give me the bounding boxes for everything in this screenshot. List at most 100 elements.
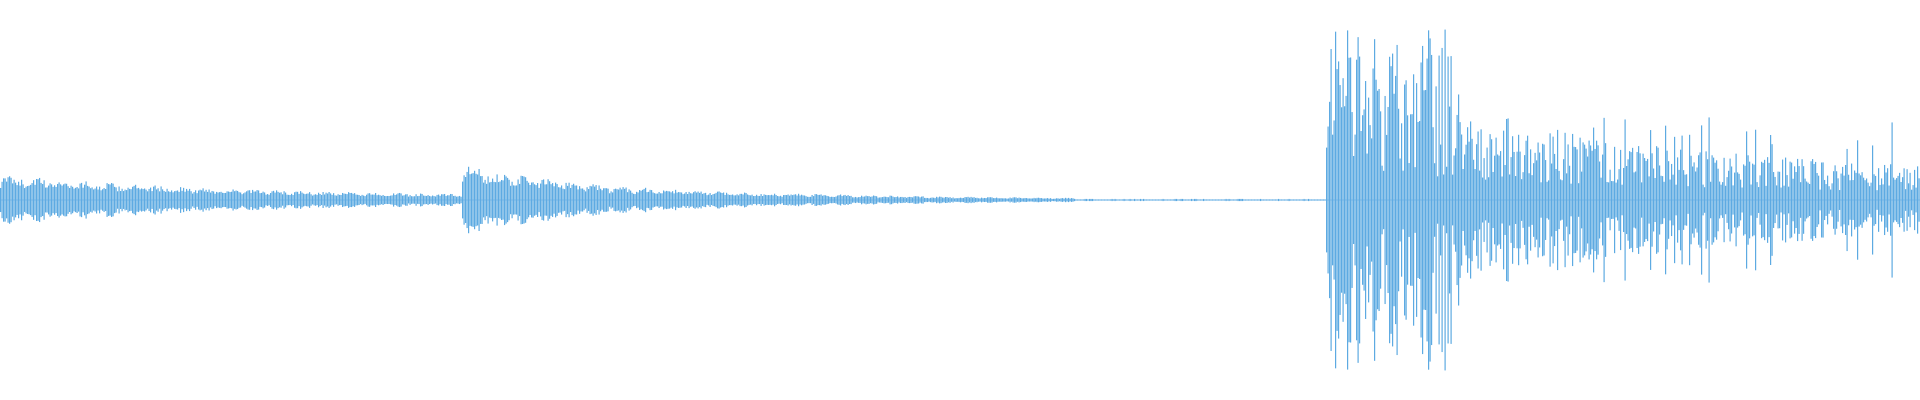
waveform-sample-bar [963, 197, 965, 203]
waveform-sample-bar [1521, 179, 1523, 221]
waveform-sample-bar [1099, 199, 1101, 201]
waveform-sample-bar [1695, 171, 1697, 229]
waveform-sample-bar [1575, 147, 1577, 253]
waveform-sample-bar [1750, 184, 1752, 216]
waveform-sample-bar [994, 198, 996, 202]
waveform-sample-bar [1219, 199, 1221, 201]
waveform-sample-bar [921, 196, 923, 204]
waveform-sample-bar [199, 189, 201, 211]
waveform-sample-bar [1285, 199, 1287, 201]
waveform-sample-bar [367, 193, 369, 207]
waveform-sample-bar [658, 191, 660, 209]
waveform-sample-bar [1023, 198, 1025, 202]
waveform-sample-bar [1824, 179, 1826, 221]
waveform-sample-bar [1899, 172, 1901, 228]
waveform-sample-bar [1368, 97, 1370, 303]
waveform-sample-bar [1267, 199, 1269, 201]
waveform-sample-bar [1902, 177, 1904, 223]
waveform-sample-bar [1333, 120, 1335, 280]
waveform-sample-bar [1552, 136, 1554, 264]
waveform-sample-bar [597, 190, 599, 210]
waveform-sample-bar [1042, 198, 1044, 202]
waveform-sample-bar [264, 192, 266, 208]
waveform-sample-bar [90, 188, 92, 212]
waveform-sample-bar [256, 190, 258, 210]
waveform-sample-bar [885, 196, 887, 204]
waveform-sample-bar [1380, 111, 1382, 289]
waveform-sample-bar [1255, 199, 1257, 201]
waveform-sample-bar [1557, 129, 1559, 271]
waveform-sample-bar [1143, 198, 1145, 202]
waveform-sample-bar [1059, 198, 1061, 202]
waveform-sample-bar [1159, 199, 1161, 201]
waveform-sample-bar [240, 192, 242, 208]
waveform-sample-bar [529, 184, 531, 216]
waveform-sample-bar [474, 170, 476, 230]
waveform-sample-bar [1917, 166, 1919, 234]
waveform-sample-bar [588, 189, 590, 211]
waveform-sample-bar [769, 195, 771, 205]
waveform-sample-bar [1519, 151, 1521, 249]
waveform-sample-bar [1149, 199, 1151, 201]
waveform-sample-bar [309, 192, 311, 208]
waveform-sample-bar [225, 192, 227, 208]
waveform-sample-bar [213, 191, 215, 209]
waveform-sample-bar [903, 197, 905, 203]
waveform-sample-bar [390, 195, 392, 205]
waveform-sample-bar [838, 195, 840, 205]
waveform-sample-bar [1026, 198, 1028, 202]
waveform-sample-bar [1275, 199, 1277, 201]
waveform-sample-bar [667, 191, 669, 209]
waveform-sample-bar [693, 192, 695, 208]
waveform-sample-bar [1297, 199, 1299, 201]
waveform-sample-bar [1369, 125, 1371, 275]
waveform-sample-bar [297, 191, 299, 209]
waveform-sample-bar [1009, 197, 1011, 203]
waveform-sample-bar [825, 195, 827, 205]
waveform-sample-bar [517, 179, 519, 221]
waveform-sample-bar [216, 191, 218, 209]
waveform-sample-bar [1822, 162, 1824, 238]
waveform-sample-bar [1083, 199, 1085, 201]
waveform-sample-bar [441, 194, 443, 206]
waveform-sample-bar [295, 191, 297, 209]
waveform-sample-bar [985, 198, 987, 202]
waveform-sample-bar [1011, 198, 1013, 202]
waveform-sample-bar [1804, 178, 1806, 222]
waveform-sample-bar [315, 194, 317, 206]
waveform-sample-bar [940, 196, 942, 204]
waveform-sample-bar [1309, 199, 1311, 201]
waveform-sample-bar [1071, 198, 1073, 202]
waveform-sample-bar [27, 186, 29, 214]
waveform-sample-bar [366, 194, 368, 206]
waveform-sample-bar [54, 185, 56, 215]
waveform-sample-bar [651, 190, 653, 210]
waveform-sample-bar [1713, 157, 1715, 243]
waveform-sample-bar [1089, 198, 1091, 202]
waveform-sample-bar [373, 194, 375, 206]
waveform-sample-bar [703, 193, 705, 207]
waveform-sample-bar [1135, 199, 1137, 201]
waveform-sample-bar [823, 195, 825, 205]
waveform-sample-bar [405, 194, 407, 206]
waveform-sample-bar [1429, 38, 1431, 362]
waveform-sample-bar [1897, 175, 1899, 225]
waveform-sample-bar [1485, 179, 1487, 221]
waveform-sample-bar [1446, 166, 1448, 234]
waveform-sample-bar [1122, 199, 1124, 201]
waveform-sample-bar [646, 192, 648, 208]
waveform-sample-bar [967, 196, 969, 204]
waveform-sample-bar [585, 191, 587, 209]
waveform-sample-bar [706, 195, 708, 205]
waveform-sample-bar [1537, 142, 1539, 258]
waveform-sample-bar [1242, 198, 1244, 202]
waveform-sample-bar [958, 197, 960, 203]
waveform-sample-bar [160, 186, 162, 214]
waveform-sample-bar [1302, 199, 1304, 201]
waveform-sample-bar [1146, 199, 1148, 201]
waveform-sample-bar [1078, 199, 1080, 201]
waveform-sample-bar [1684, 174, 1686, 226]
waveform-sample-bar [729, 194, 731, 206]
